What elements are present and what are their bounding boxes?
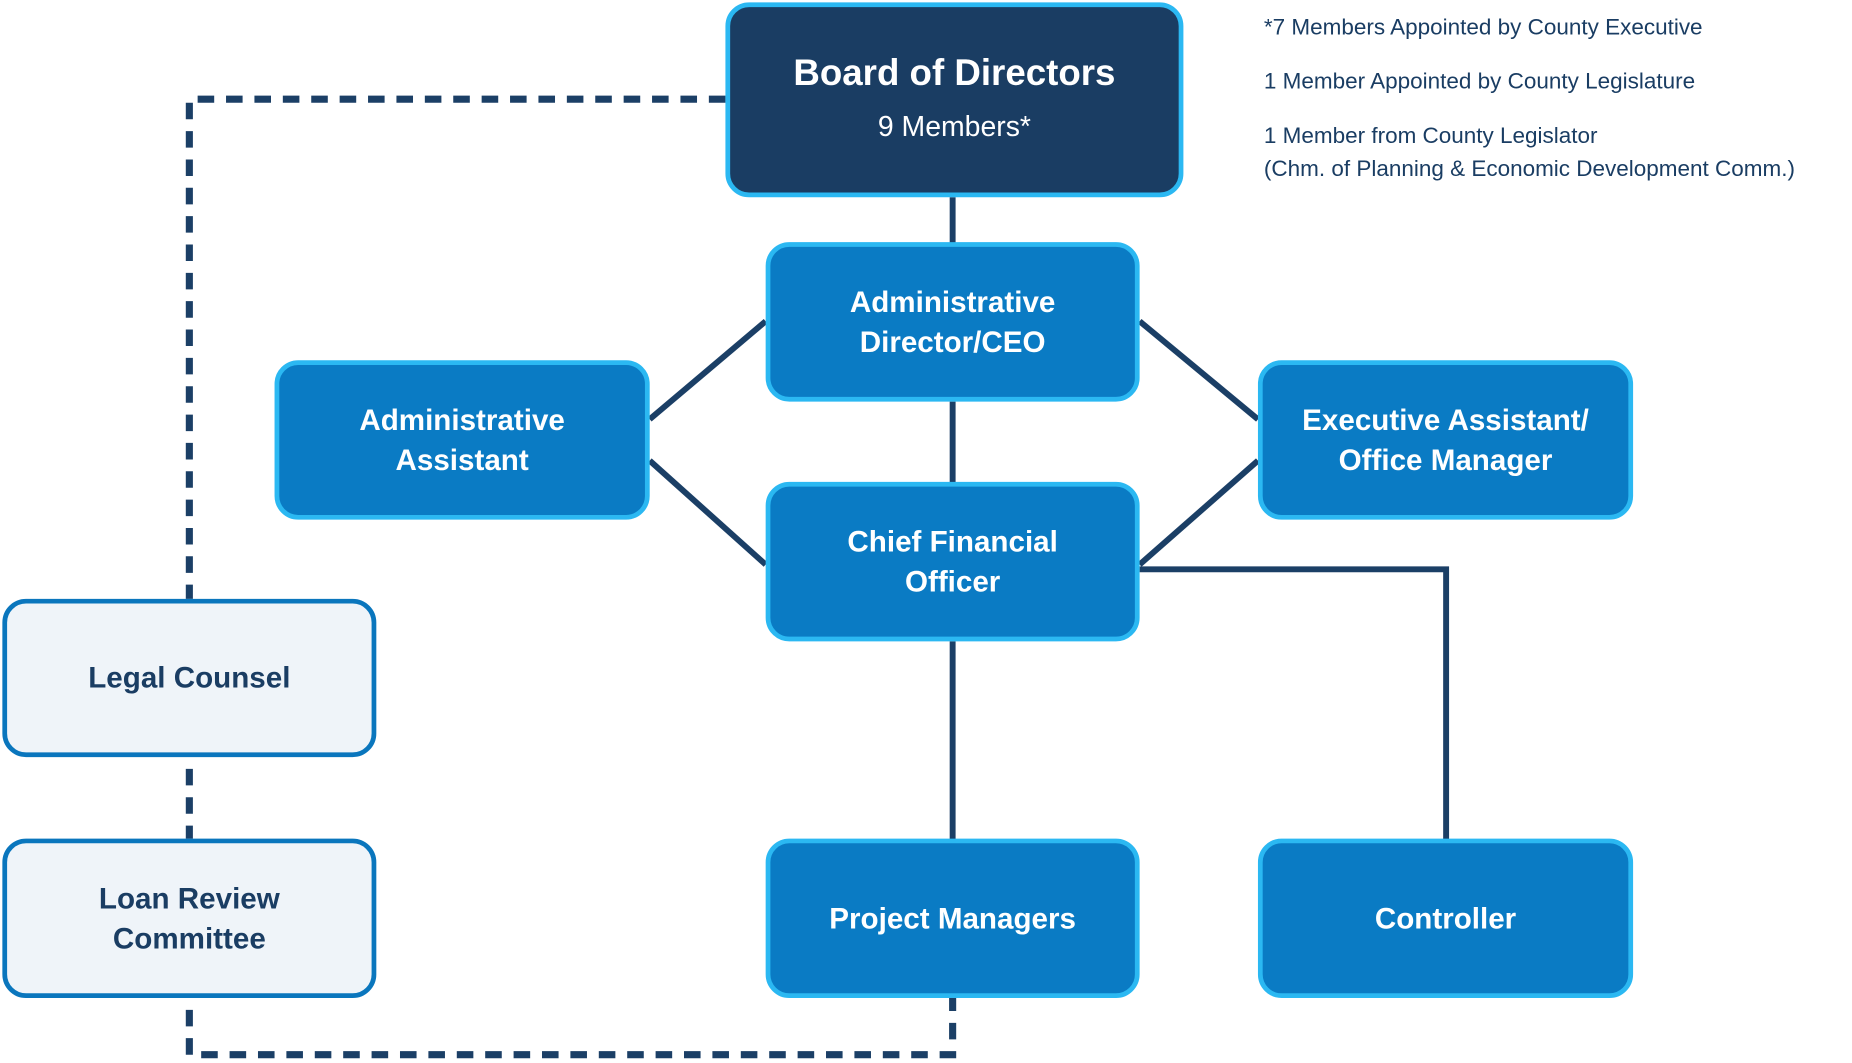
loan-review-box: Loan Review Committee bbox=[2, 838, 377, 999]
label-line: Executive Assistant/ bbox=[1302, 403, 1589, 437]
label-line: Administrative bbox=[849, 285, 1056, 319]
line-cfo-controller bbox=[1139, 566, 1450, 841]
line-aa-ceo bbox=[647, 319, 768, 422]
legal-counsel-box: Legal Counsel bbox=[2, 598, 377, 758]
label-line: Chief Financial bbox=[847, 524, 1058, 559]
note-4: (Chm. of Planning & Economic Development… bbox=[1263, 157, 1795, 182]
admin-assistant-box: Administrative Assistant bbox=[274, 360, 650, 520]
label-line: Officer bbox=[904, 565, 1001, 599]
exec-assistant-box: Executive Assistant/ Office Manager bbox=[1257, 360, 1634, 520]
project-managers-box: Project Managers bbox=[765, 838, 1140, 999]
label-line: Office Manager bbox=[1338, 443, 1553, 477]
label-line: Project Managers bbox=[829, 901, 1076, 935]
label-line: Director/CEO bbox=[859, 325, 1046, 359]
dashed-board-legal bbox=[185, 95, 726, 599]
cfo-box: Chief Financial Officer bbox=[765, 481, 1140, 642]
label-line: Legal Counsel bbox=[88, 661, 291, 695]
board-title: Board of Directors bbox=[793, 51, 1116, 93]
line-ceo-ea bbox=[1137, 318, 1260, 422]
line-cfo-ea bbox=[1137, 458, 1260, 567]
note-3: 1 Member from County Legislator bbox=[1263, 124, 1598, 149]
note-1: *7 Members Appointed by County Executive bbox=[1263, 15, 1703, 41]
controller-box: Controller bbox=[1257, 838, 1634, 999]
board-subtitle: 9 Members* bbox=[877, 110, 1031, 143]
label-line: Loan Review bbox=[98, 881, 280, 915]
line-aa-cfo bbox=[647, 458, 768, 567]
board-notes: *7 Members Appointed by County Executive… bbox=[1264, 12, 1795, 187]
note-2: 1 Member Appointed by County Legislature bbox=[1263, 69, 1696, 95]
label-line: Assistant bbox=[395, 443, 529, 477]
label-line: Committee bbox=[112, 921, 266, 955]
admin-director-box: Administrative Director/CEO bbox=[765, 242, 1140, 402]
label-line: Controller bbox=[1374, 901, 1517, 935]
dashed-loan-pm bbox=[185, 998, 957, 1059]
label-line: Administrative bbox=[359, 403, 565, 437]
board-of-directors-box: Board of Directors 9 Members* bbox=[725, 2, 1184, 198]
